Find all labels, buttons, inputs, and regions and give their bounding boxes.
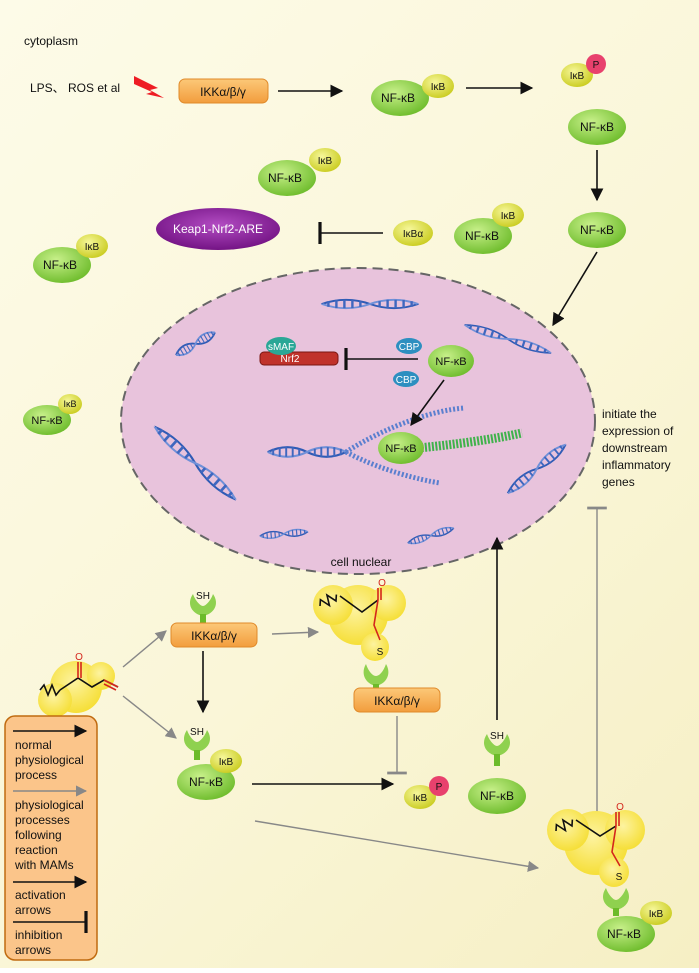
svg-text:inhibition: inhibition <box>15 928 62 942</box>
svg-text:reaction: reaction <box>15 843 58 857</box>
ikk-sh-complex: SH IKKα/β/γ <box>170 591 258 648</box>
svg-text:NF-κB: NF-κB <box>43 258 77 272</box>
svg-text:O: O <box>75 652 83 663</box>
legend-box: normal physiological process physiologic… <box>4 715 98 961</box>
svg-text:IκB: IκB <box>431 82 446 93</box>
svg-text:downstream: downstream <box>602 441 667 455</box>
nfkb-in-nucleus: NF-κB <box>428 345 474 377</box>
svg-text:S: S <box>377 647 384 658</box>
svg-text:CBP: CBP <box>399 342 420 353</box>
nfkb-ikb-complex-top: NF-κB IκB <box>371 74 454 116</box>
cell-nuclear-label: cell nuclear <box>331 555 392 569</box>
svg-text:inflammatory: inflammatory <box>602 458 671 472</box>
arrow-ikk-to-mam-adduct <box>271 626 320 639</box>
nfkb-free-right: NF-κB <box>568 212 626 248</box>
svg-text:NF-κB: NF-κB <box>580 120 614 134</box>
arrow-nfkb-to-dna <box>410 379 445 427</box>
svg-text:IκB: IκB <box>649 909 664 920</box>
svg-text:O: O <box>378 578 386 589</box>
svg-text:NF-κB: NF-κB <box>607 927 641 941</box>
svg-text:sMAF: sMAF <box>268 342 294 353</box>
svg-text:NF-κB: NF-κB <box>268 171 302 185</box>
svg-text:IκB: IκB <box>318 156 333 167</box>
svg-text:arrows: arrows <box>15 943 51 957</box>
svg-text:initiate the: initiate the <box>602 407 657 421</box>
mam-molecule-left: O <box>38 652 119 717</box>
svg-text:IKKα/β/γ: IKKα/β/γ <box>191 629 237 643</box>
ikb-phospho-bottom: IκB P <box>404 776 449 809</box>
mam-ikk-adduct: O S IKKα/β/γ <box>313 578 441 713</box>
svg-text:IKKα/β/γ: IKKα/β/γ <box>374 694 420 708</box>
svg-text:IκB: IκB <box>570 71 585 82</box>
arrow-mam-to-nfkb <box>122 695 177 739</box>
svg-text:Keap1-Nrf2-ARE: Keap1-Nrf2-ARE <box>173 222 263 236</box>
nfkb-ikb-complex-left-small: NF-κB IκB <box>23 394 82 435</box>
lightning-icon <box>134 76 164 98</box>
svg-text:with MAMs: with MAMs <box>14 858 74 872</box>
svg-text:process: process <box>15 768 57 782</box>
svg-text:IκB: IκB <box>219 757 234 768</box>
arrow-mam-to-ikk <box>122 630 167 668</box>
svg-text:SH: SH <box>190 727 204 738</box>
arrow-nfkb-into-nucleus <box>552 251 598 327</box>
arrow-to-mam-nfkb-adduct <box>254 820 540 872</box>
svg-text:physiological: physiological <box>15 798 84 812</box>
stimulus-label: LPS、 ROS et al <box>30 81 120 95</box>
svg-text:physiological: physiological <box>15 753 84 767</box>
svg-text:activation: activation <box>15 888 66 902</box>
svg-text:normal: normal <box>15 738 52 752</box>
svg-text:IκB: IκB <box>413 793 428 804</box>
svg-text:genes: genes <box>602 475 635 489</box>
svg-text:IκB: IκB <box>63 399 76 409</box>
svg-text:expression of: expression of <box>602 424 674 438</box>
nfkb-ikb-complex-left: NF-κB IκB <box>33 234 108 283</box>
svg-text:NF-κB: NF-κB <box>189 775 223 789</box>
transcript-strand <box>417 428 523 453</box>
svg-text:P: P <box>436 782 443 793</box>
svg-text:SH: SH <box>490 731 504 742</box>
svg-text:O: O <box>616 802 624 813</box>
nrf2-smaf-complex: sMAF Nrf2 <box>259 337 339 366</box>
svg-text:S: S <box>616 872 623 883</box>
svg-text:SH: SH <box>196 591 210 602</box>
mam-nfkb-adduct: O S NF-κB IκB <box>547 802 672 952</box>
nfkb-ikb-complex-mid-right: NF-κB IκB <box>454 203 524 254</box>
svg-text:CBP: CBP <box>396 375 417 386</box>
initiate-expression-text: initiate the expression of downstream in… <box>602 407 674 489</box>
cbp-top: CBP <box>396 338 422 354</box>
svg-text:IκB: IκB <box>501 211 516 222</box>
svg-text:NF-κB: NF-κB <box>385 443 416 455</box>
svg-text:P: P <box>593 60 600 71</box>
svg-text:arrows: arrows <box>15 903 51 917</box>
svg-text:NF-κB: NF-κB <box>381 91 415 105</box>
svg-text:following: following <box>15 828 62 842</box>
svg-text:Nrf2: Nrf2 <box>281 354 300 365</box>
nfkb-on-dna: NF-κB <box>378 432 424 464</box>
svg-text:NF-κB: NF-κB <box>31 415 62 427</box>
ikb-phospho-top: IκB P <box>561 54 606 87</box>
keap1-nrf2-are: Keap1-Nrf2-ARE <box>156 208 280 250</box>
nfkb-ikb-complex-mid-left: NF-κB IκB <box>258 148 341 196</box>
svg-text:NF-κB: NF-κB <box>580 223 614 237</box>
svg-text:NF-κB: NF-κB <box>465 229 499 243</box>
dna-strand-lower <box>344 449 441 486</box>
ikk-top-label: IKKα/β/γ <box>200 85 246 99</box>
svg-text:IκB: IκB <box>85 242 100 253</box>
svg-text:NF-κB: NF-κB <box>435 356 466 368</box>
cell-nucleus <box>120 267 596 575</box>
ikk-complex-top <box>178 78 269 104</box>
ikba: IκBα <box>393 220 433 246</box>
nfkb-sh-ikb-complex: SH NF-κB IκB <box>177 727 242 800</box>
dna-strand-upper <box>344 405 466 455</box>
cytoplasm-label: cytoplasm <box>24 34 78 48</box>
cbp-bottom: CBP <box>393 371 419 387</box>
nfkb-sh-free: SH NF-κB <box>468 731 526 814</box>
nfkb-free-top-right: NF-κB <box>568 109 626 145</box>
svg-text:processes: processes <box>15 813 70 827</box>
svg-text:NF-κB: NF-κB <box>480 789 514 803</box>
svg-text:IκBα: IκBα <box>403 229 423 240</box>
